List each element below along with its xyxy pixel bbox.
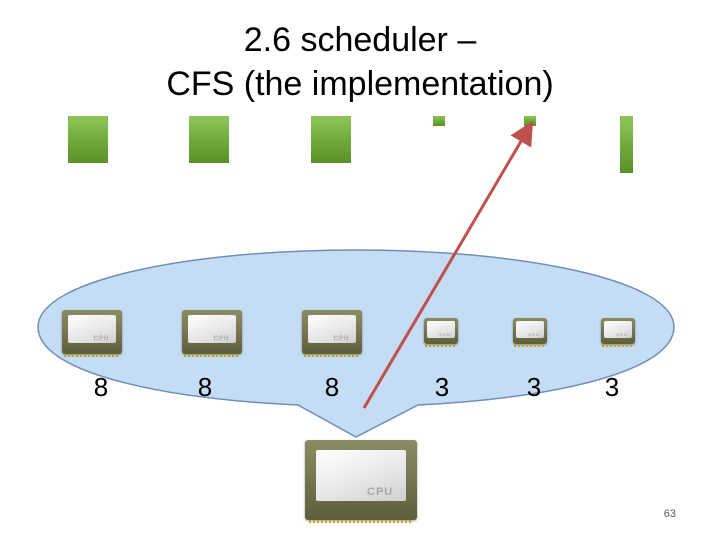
chip-label: CPU — [213, 335, 230, 342]
chip-label: CPU — [333, 335, 350, 342]
main-cpu-chip: CPU — [305, 440, 417, 523]
title-line-2: CFS (the implementation) — [166, 65, 554, 103]
task-cpu-chip-3: CPU — [302, 310, 362, 357]
task-weight-1: 8 — [93, 372, 109, 402]
chip-label: CPU — [616, 331, 628, 337]
runtime-bar-2 — [189, 116, 229, 163]
title-line-1: 2.6 scheduler – — [243, 21, 477, 59]
slide-title: 2.6 scheduler – CFS (the implementation) — [0, 18, 720, 106]
chip-label: CPU — [439, 331, 451, 337]
task-cpu-chip-4: CPU — [424, 318, 458, 347]
main-cpu-label: CPU — [367, 485, 394, 498]
task-weight-4: 3 — [434, 372, 450, 402]
page-number: 63 — [663, 508, 676, 520]
task-cpu-chip-1: CPU — [62, 310, 122, 357]
task-weight-3: 8 — [324, 372, 340, 402]
task-weight-6: 3 — [604, 372, 620, 402]
runtime-bar-4 — [433, 116, 445, 126]
runtime-bar-1 — [68, 116, 108, 163]
runtime-bar-3 — [311, 116, 351, 163]
task-cpu-chip-5: CPU — [513, 318, 547, 347]
task-weight-2: 8 — [197, 372, 213, 402]
task-weight-5: 3 — [526, 372, 542, 402]
task-cpu-chip-6: CPU — [601, 318, 635, 347]
chip-label: CPU — [528, 331, 540, 337]
task-cpu-chip-2: CPU — [182, 310, 242, 357]
chip-label: CPU — [93, 335, 110, 342]
runtime-bar-6 — [620, 116, 633, 173]
pick-task-arrow — [362, 120, 534, 409]
